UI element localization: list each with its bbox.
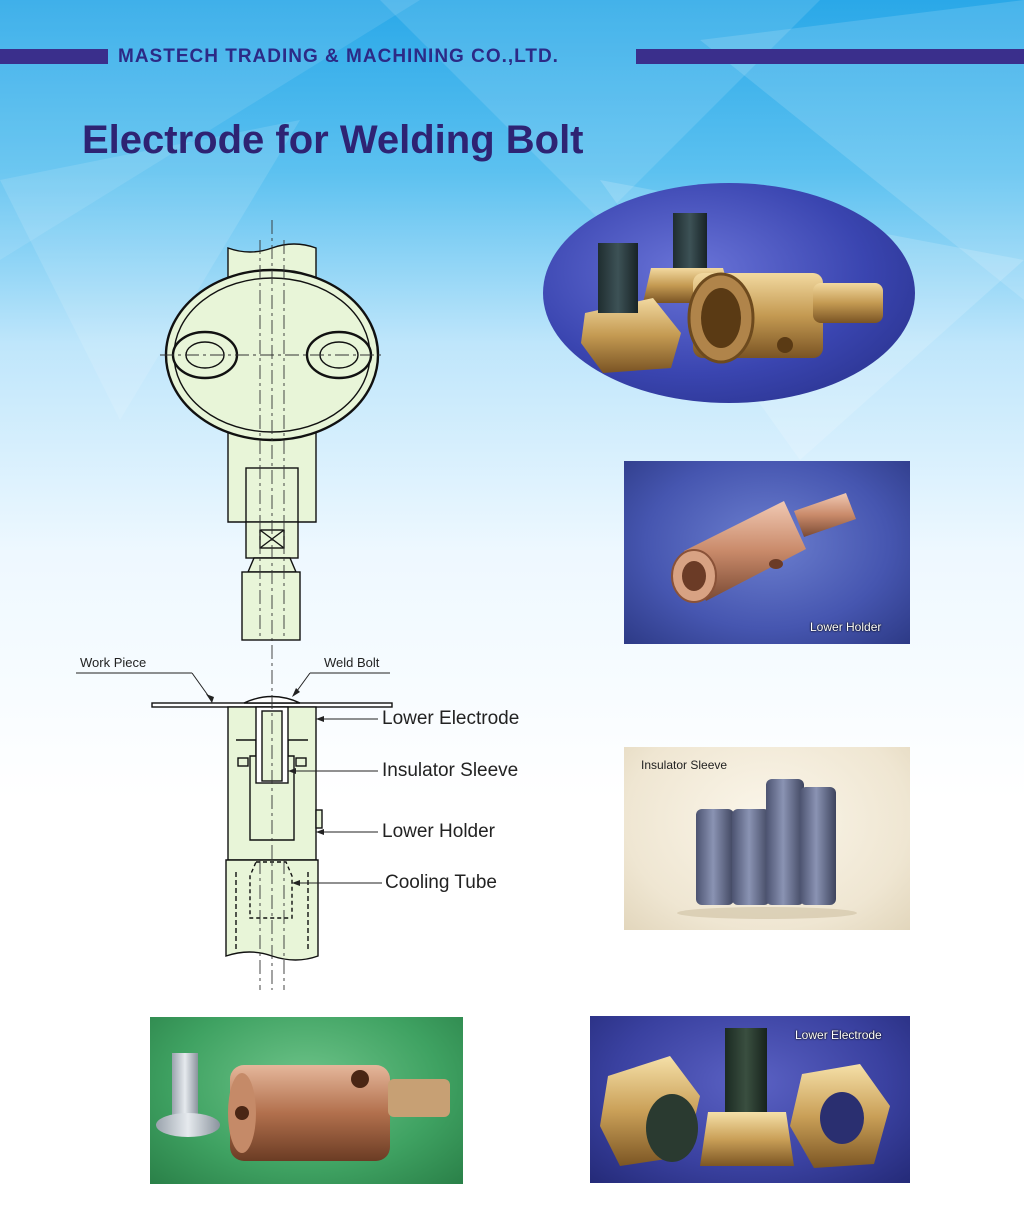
label-lower-holder: Lower Holder — [382, 821, 495, 842]
label-work-piece: Work Piece — [80, 655, 147, 670]
label-insulator-sleeve: Insulator Sleeve — [382, 760, 519, 781]
product-photo-assembly — [543, 183, 915, 403]
caption-lower-electrode: Lower Electrode — [795, 1028, 882, 1042]
product-photo-lower-holder — [624, 461, 910, 644]
page-title: Electrode for Welding Bolt — [82, 118, 584, 162]
header-band-right — [636, 49, 1024, 64]
caption-insulator-sleeve: Insulator Sleeve — [641, 758, 728, 772]
header-band-left — [0, 49, 108, 64]
product-photo-lower-electrode — [590, 1016, 910, 1183]
upper-holder — [241, 571, 301, 641]
label-cooling-tube: Cooling Tube — [385, 872, 497, 893]
label-weld-bolt: Weld Bolt — [324, 655, 380, 670]
label-lower-electrode: Lower Electrode — [382, 708, 520, 729]
electrode-assembly-drawing — [76, 220, 393, 990]
product-photo-insulator-sleeve — [624, 747, 910, 930]
caption-lower-holder: Lower Holder — [810, 620, 882, 634]
company-name: MASTECH TRADING & MACHINING CO.,LTD. — [118, 46, 559, 67]
product-photo-bolt-and-holder — [150, 1017, 463, 1184]
